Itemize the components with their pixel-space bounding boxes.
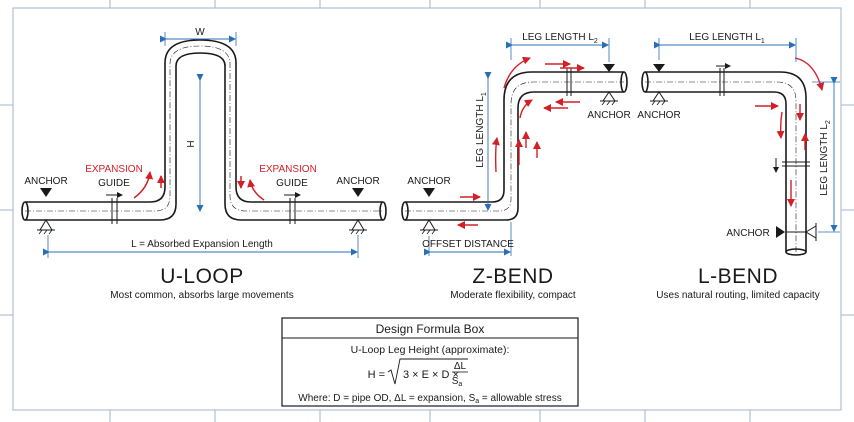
z-bend-leg-l2-dimension [506, 38, 610, 62]
z-bend-anchor-right [600, 64, 618, 106]
z-bend-leg-l1-label: LEG LENGTH L1 [475, 92, 488, 168]
l-bend-title: L-BEND [698, 265, 778, 288]
l-bend-anchor-top-label: ANCHOR [637, 110, 680, 121]
l-bend-leg-l2-label: LEG LENGTH L2 [819, 120, 832, 196]
l-bend-leg-l1-dimension [654, 38, 797, 62]
formula-denominator: Sa [452, 376, 463, 388]
u-loop-expansion-left-label: EXPANSION [85, 164, 143, 175]
u-loop-expansion-right-label: EXPANSION [259, 164, 317, 175]
u-loop-title: U-LOOP [160, 265, 244, 288]
z-bend-leg-l2-label: LEG LENGTH L2 [522, 32, 598, 45]
formula-box-title: Design Formula Box [376, 322, 485, 336]
l-bend-leg-l2-dimension [812, 77, 840, 233]
u-loop-width-dimension [160, 32, 237, 46]
formula-expression: H = 3 × E × D × ΔL Sa [368, 358, 468, 388]
u-loop-guide-left [106, 192, 123, 224]
u-loop-pipe [21, 39, 387, 221]
z-bend-diagram: ANCHOR ANCHOR LEG LENGTH L1 LEG LENGTH L… [401, 32, 631, 301]
u-loop-anchor-left-label: ANCHOR [24, 176, 67, 187]
u-loop-diagram: ANCHOR ANCHOR EXPANSION EXPANSION GUIDE … [21, 27, 387, 301]
z-bend-guide [566, 68, 572, 96]
formula-lhs: H = [368, 369, 385, 381]
z-bend-offset-dimension [424, 222, 512, 256]
l-bend-anchor-top [650, 64, 668, 106]
u-loop-guide-right-label: GUIDE [276, 178, 308, 189]
u-loop-height-label: H [186, 140, 197, 147]
formula-legend: Where: D = pipe OD, ΔL = expansion, Sa =… [298, 393, 561, 405]
u-loop-anchor-right-label: ANCHOR [336, 176, 379, 187]
u-loop-anchor-right [349, 188, 367, 235]
l-bend-pipe [641, 71, 807, 256]
formula-heading: U-Loop Leg Height (approximate): [351, 344, 510, 356]
z-bend-anchor-left [420, 188, 438, 235]
z-bend-expansion-arrows [457, 56, 585, 229]
z-bend-anchor-right-label: ANCHOR [587, 110, 630, 121]
u-loop-guide-left-label: GUIDE [98, 178, 130, 189]
z-bend-subtitle: Moderate flexibility, compact [450, 290, 576, 301]
l-bend-subtitle: Uses natural routing, limited capacity [656, 290, 819, 301]
u-loop-subtitle: Most common, absorbs large movements [110, 290, 293, 301]
u-loop-expansion-arrows [133, 171, 265, 201]
l-bend-guides [716, 63, 810, 173]
formula-box: Design Formula Box U-Loop Leg Height (ap… [281, 317, 579, 407]
z-bend-title: Z-BEND [472, 265, 553, 288]
l-bend-expansion-arrows [755, 57, 825, 207]
z-bend-offset-label: OFFSET DISTANCE [422, 239, 514, 250]
u-loop-guide-right [284, 192, 301, 224]
l-bend-anchor-bottom-label: ANCHOR [726, 228, 769, 239]
u-loop-length-dimension [43, 235, 359, 258]
z-bend-anchor-left-label: ANCHOR [407, 176, 450, 187]
u-loop-anchor-left [37, 188, 55, 235]
l-bend-leg-l1-label: LEG LENGTH L1 [689, 32, 765, 45]
u-loop-width-label: W [195, 27, 205, 38]
formula-radicand: 3 × E × D × [403, 369, 459, 381]
l-bend-diagram: ANCHOR ANCHOR LEG LENGTH L1 LEG LENGTH L… [637, 32, 840, 301]
z-bend-pipe [401, 71, 628, 221]
l-bend-anchor-bottom [776, 223, 817, 241]
formula-numerator: ΔL [454, 361, 467, 372]
u-loop-length-label: L = Absorbed Expansion Length [131, 239, 273, 250]
